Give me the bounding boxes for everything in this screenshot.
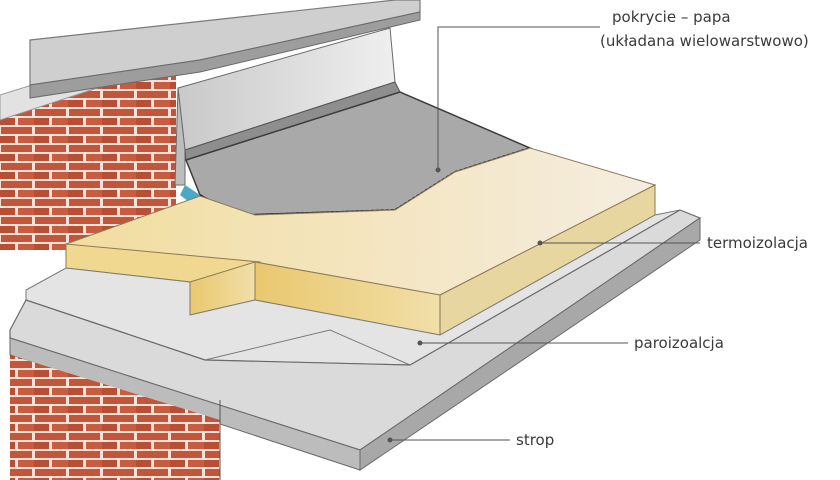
label-insulation: termoizolacja — [707, 234, 808, 252]
parapet-wall-face — [174, 27, 401, 186]
leader-dot-vapor — [417, 340, 423, 346]
lower-brick-wall — [10, 355, 220, 480]
leader-dot-slab — [387, 437, 393, 443]
label-slab: strop — [516, 431, 554, 449]
label-roof-covering-note: (układana wielowarstwowo) — [600, 32, 809, 50]
leader-lines — [219, 26, 700, 480]
leader-roof-covering — [437, 26, 600, 170]
parapet-coping — [29, 0, 421, 99]
label-roof-covering: pokrycie – papa — [612, 8, 731, 26]
floor-slab — [9, 209, 702, 471]
leader-dot-insulation — [537, 240, 543, 246]
leader-dot-roof — [435, 167, 441, 173]
label-vapor-barrier: paroizoalcja — [634, 334, 724, 352]
